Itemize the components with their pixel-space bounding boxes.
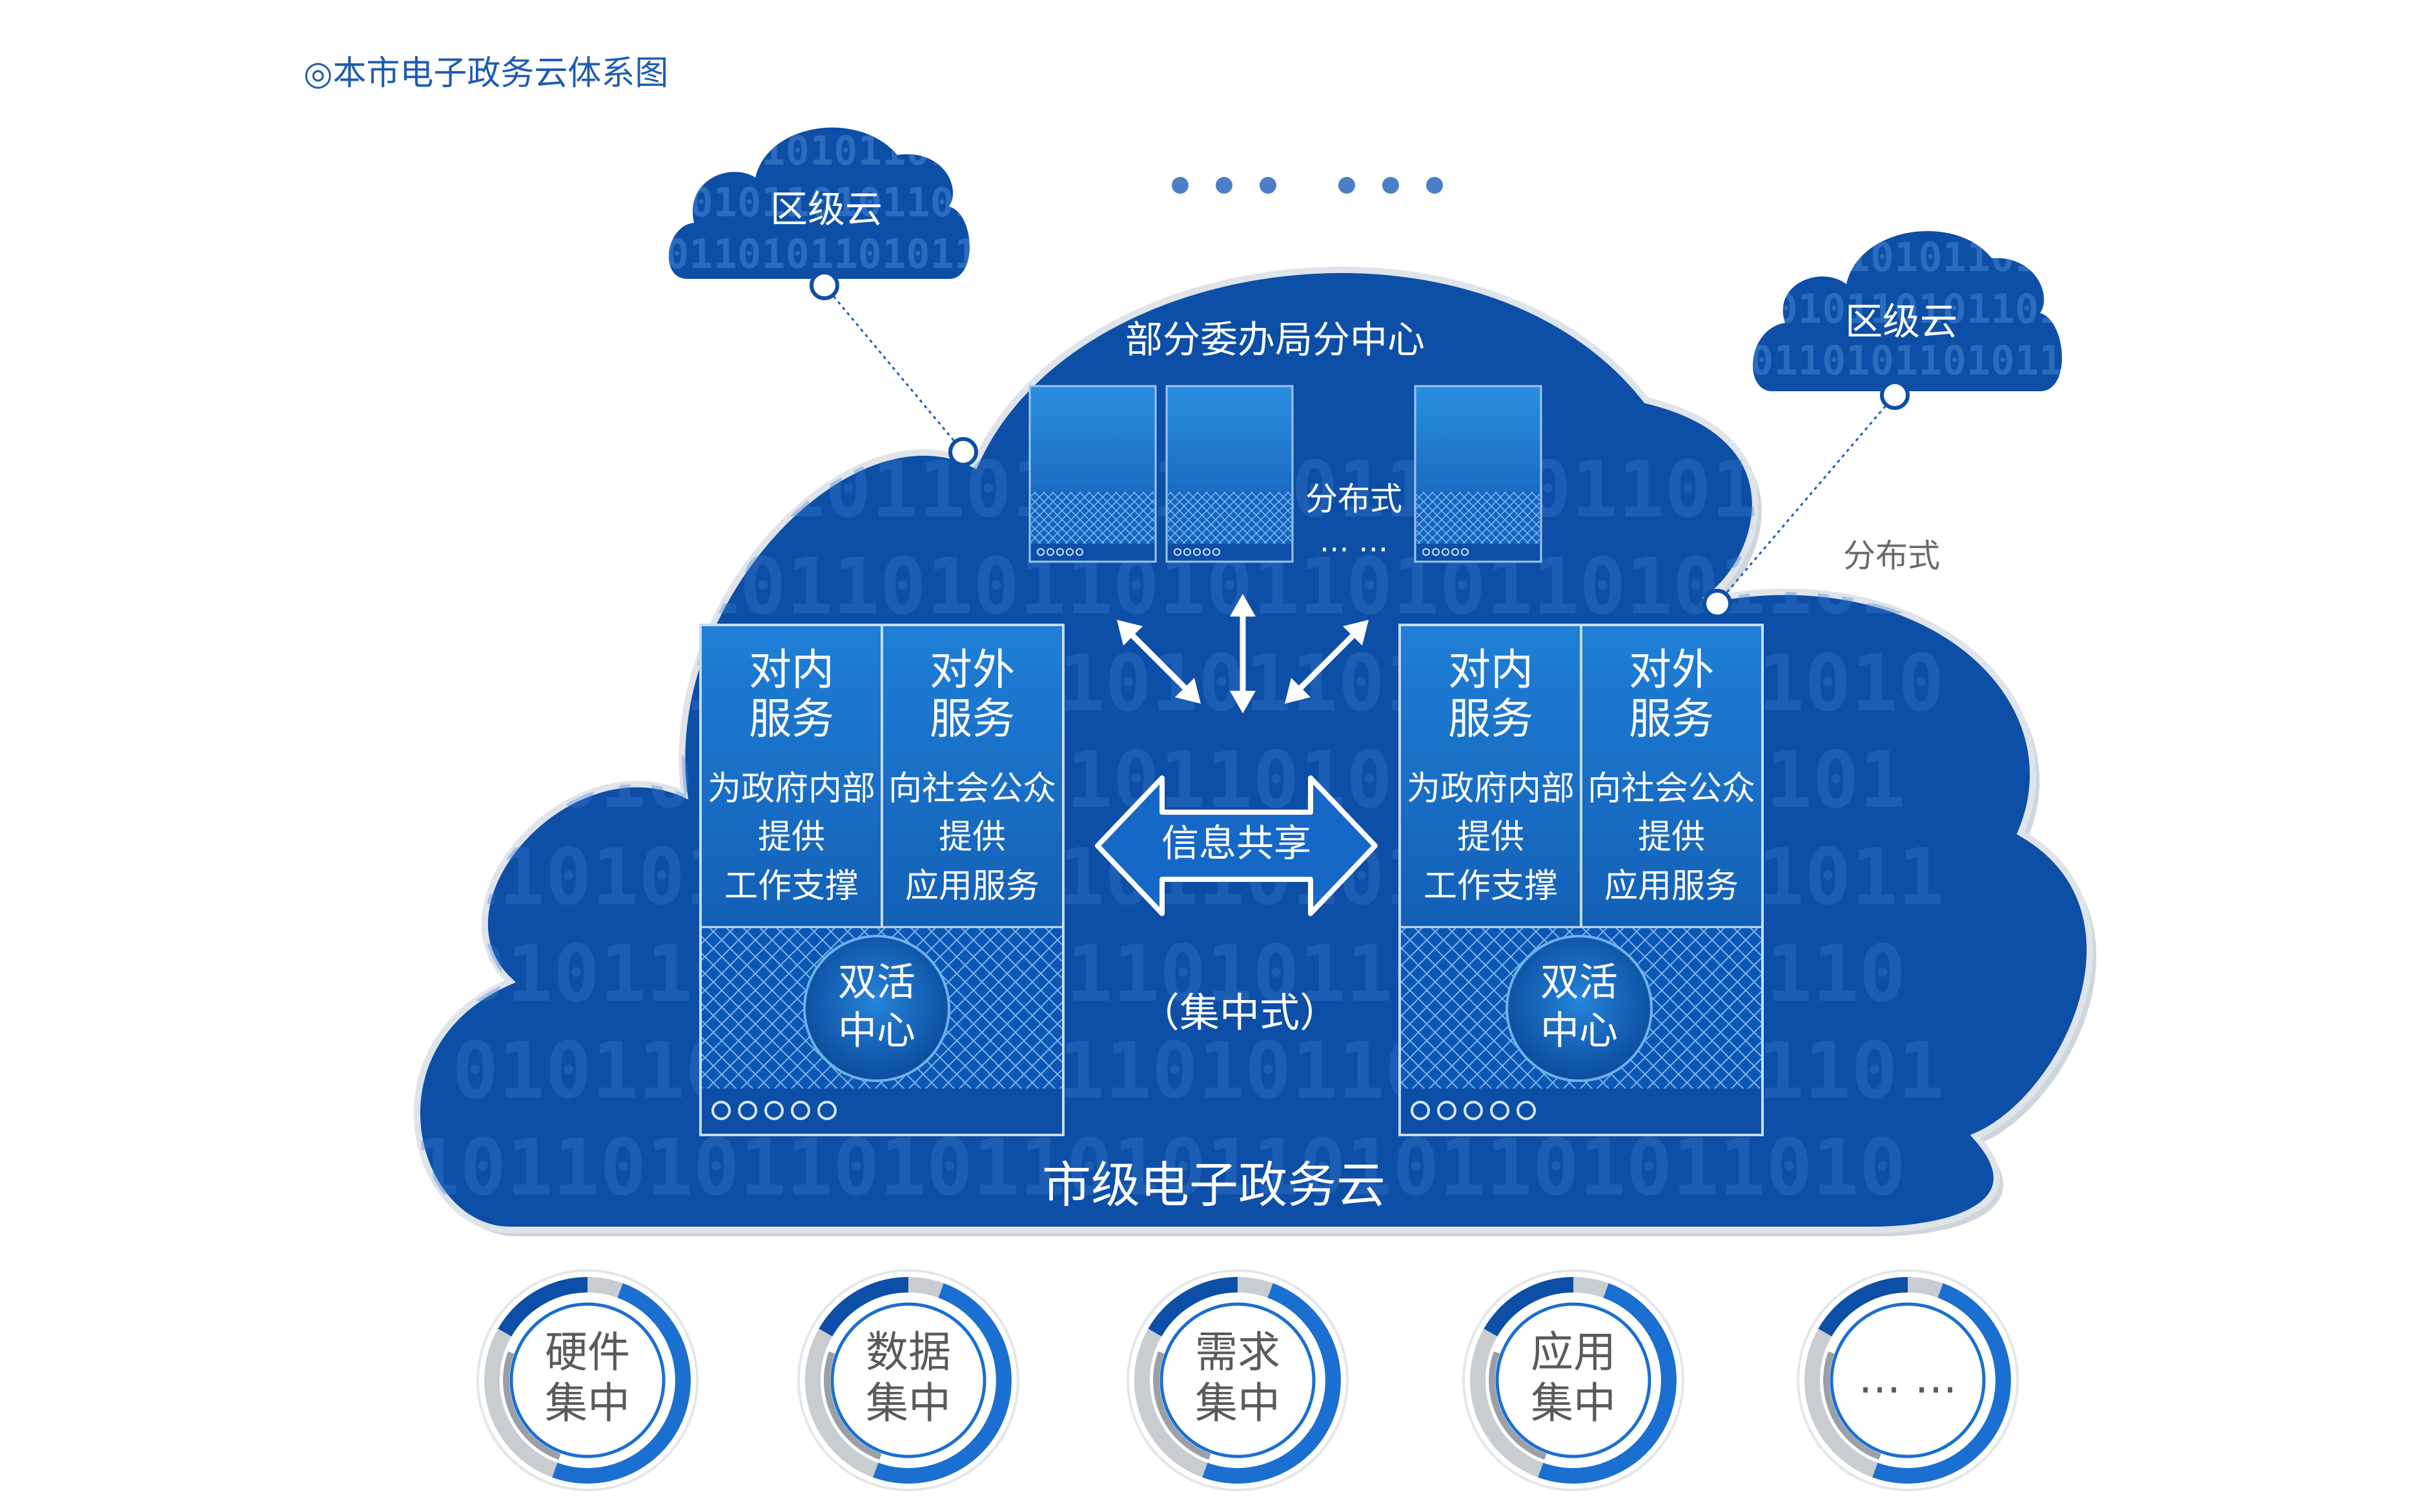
share-double-arrow [1095, 775, 1378, 916]
panel-right-external-title: 对外服务 [1629, 645, 1714, 744]
ring-4-label: 应用集中 [1531, 1327, 1616, 1429]
svg-text:0101101011010: 0101101011010 [665, 127, 978, 174]
diagram-caption: ◎本市电子政务云体系图 [303, 54, 669, 93]
connector-left-top-dot [810, 271, 839, 300]
branch-centers-title: 部分委办局分中心 [1125, 318, 1425, 362]
svg-text:101101011010110101101011010110: 10110101101011010110101101011010 [413, 1123, 1906, 1213]
distributed-label-outside: 分布式 [1843, 537, 1940, 575]
panel-left-internal-body: 为政府内部提供工作支撑 [707, 770, 875, 906]
panel-right-internal-title: 对内服务 [1448, 645, 1533, 744]
district-cloud-right-label: 区级云 [1844, 300, 1957, 343]
ring-gauge-2 [797, 1269, 1019, 1491]
mini-server-3 [1414, 385, 1542, 563]
svg-text:1010110101101: 1010110101101 [665, 179, 978, 226]
ring-gauge-3 [1127, 1269, 1349, 1491]
share-label: 信息共享 [1161, 821, 1311, 865]
ring-gauge-1 [476, 1269, 699, 1491]
dual-active-hub-left [803, 935, 950, 1082]
ring-gauge-4 [1462, 1269, 1684, 1491]
centralized-label: （集中式） [1139, 989, 1340, 1036]
connector-right-bottom-dot [1702, 589, 1732, 618]
ring-3-label: 需求集中 [1195, 1327, 1280, 1429]
connector-right [1716, 394, 1896, 604]
panel-left-external-title: 对外服务 [930, 645, 1015, 744]
ellipsis-label: … … [1319, 524, 1389, 558]
district-cloud-right-shape [1753, 230, 2062, 391]
svg-text:0101101011010: 0101101011010 [1750, 234, 2063, 281]
connector-left [823, 285, 965, 453]
district-cloud-left-label: 区级云 [770, 187, 883, 231]
ring-2-label: 数据集中 [866, 1327, 951, 1429]
panel-left-hub-label: 双活中心 [838, 960, 915, 1054]
panel-right-hub-label: 双活中心 [1540, 960, 1618, 1054]
svg-text:0110101101011: 0110101101011 [665, 230, 978, 278]
flow-arrows [1117, 594, 1369, 713]
ring-1-label: 硬件集中 [545, 1327, 630, 1429]
ellipsis-dots-top [1172, 177, 1443, 194]
dual-active-hub-right [1506, 935, 1653, 1082]
connector-left-bottom-dot [948, 437, 978, 467]
svg-text:1010110101101: 1010110101101 [1750, 285, 2063, 332]
service-panel-left [699, 624, 1065, 1136]
connector-right-top-dot [1880, 380, 1910, 410]
district-cloud-left-shape [668, 127, 970, 279]
panel-right-internal-body: 为政府内部提供工作支撑 [1406, 770, 1575, 906]
concentration-rings [476, 1269, 2019, 1491]
panel-left-external-body: 向社会公众提供应用服务 [888, 770, 1056, 906]
svg-text:010110101101011010110101101011: 01011010110101101011010110101101 [413, 542, 1906, 632]
mini-server-1 [1028, 385, 1157, 563]
panel-right-external-body: 向社会公众提供应用服务 [1587, 770, 1755, 906]
mini-server-2 [1165, 385, 1294, 563]
main-cloud-title: 市级电子政务云 [1042, 1156, 1385, 1214]
svg-text:0110101101011: 0110101101011 [1750, 337, 2063, 384]
panel-left-internal-title: 对内服务 [749, 645, 834, 744]
distributed-label-inside: 分布式 [1305, 480, 1402, 518]
service-panel-right [1398, 624, 1764, 1136]
ring-gauge-5 [1797, 1269, 2019, 1491]
ring-5-label: … … [1858, 1353, 1957, 1403]
